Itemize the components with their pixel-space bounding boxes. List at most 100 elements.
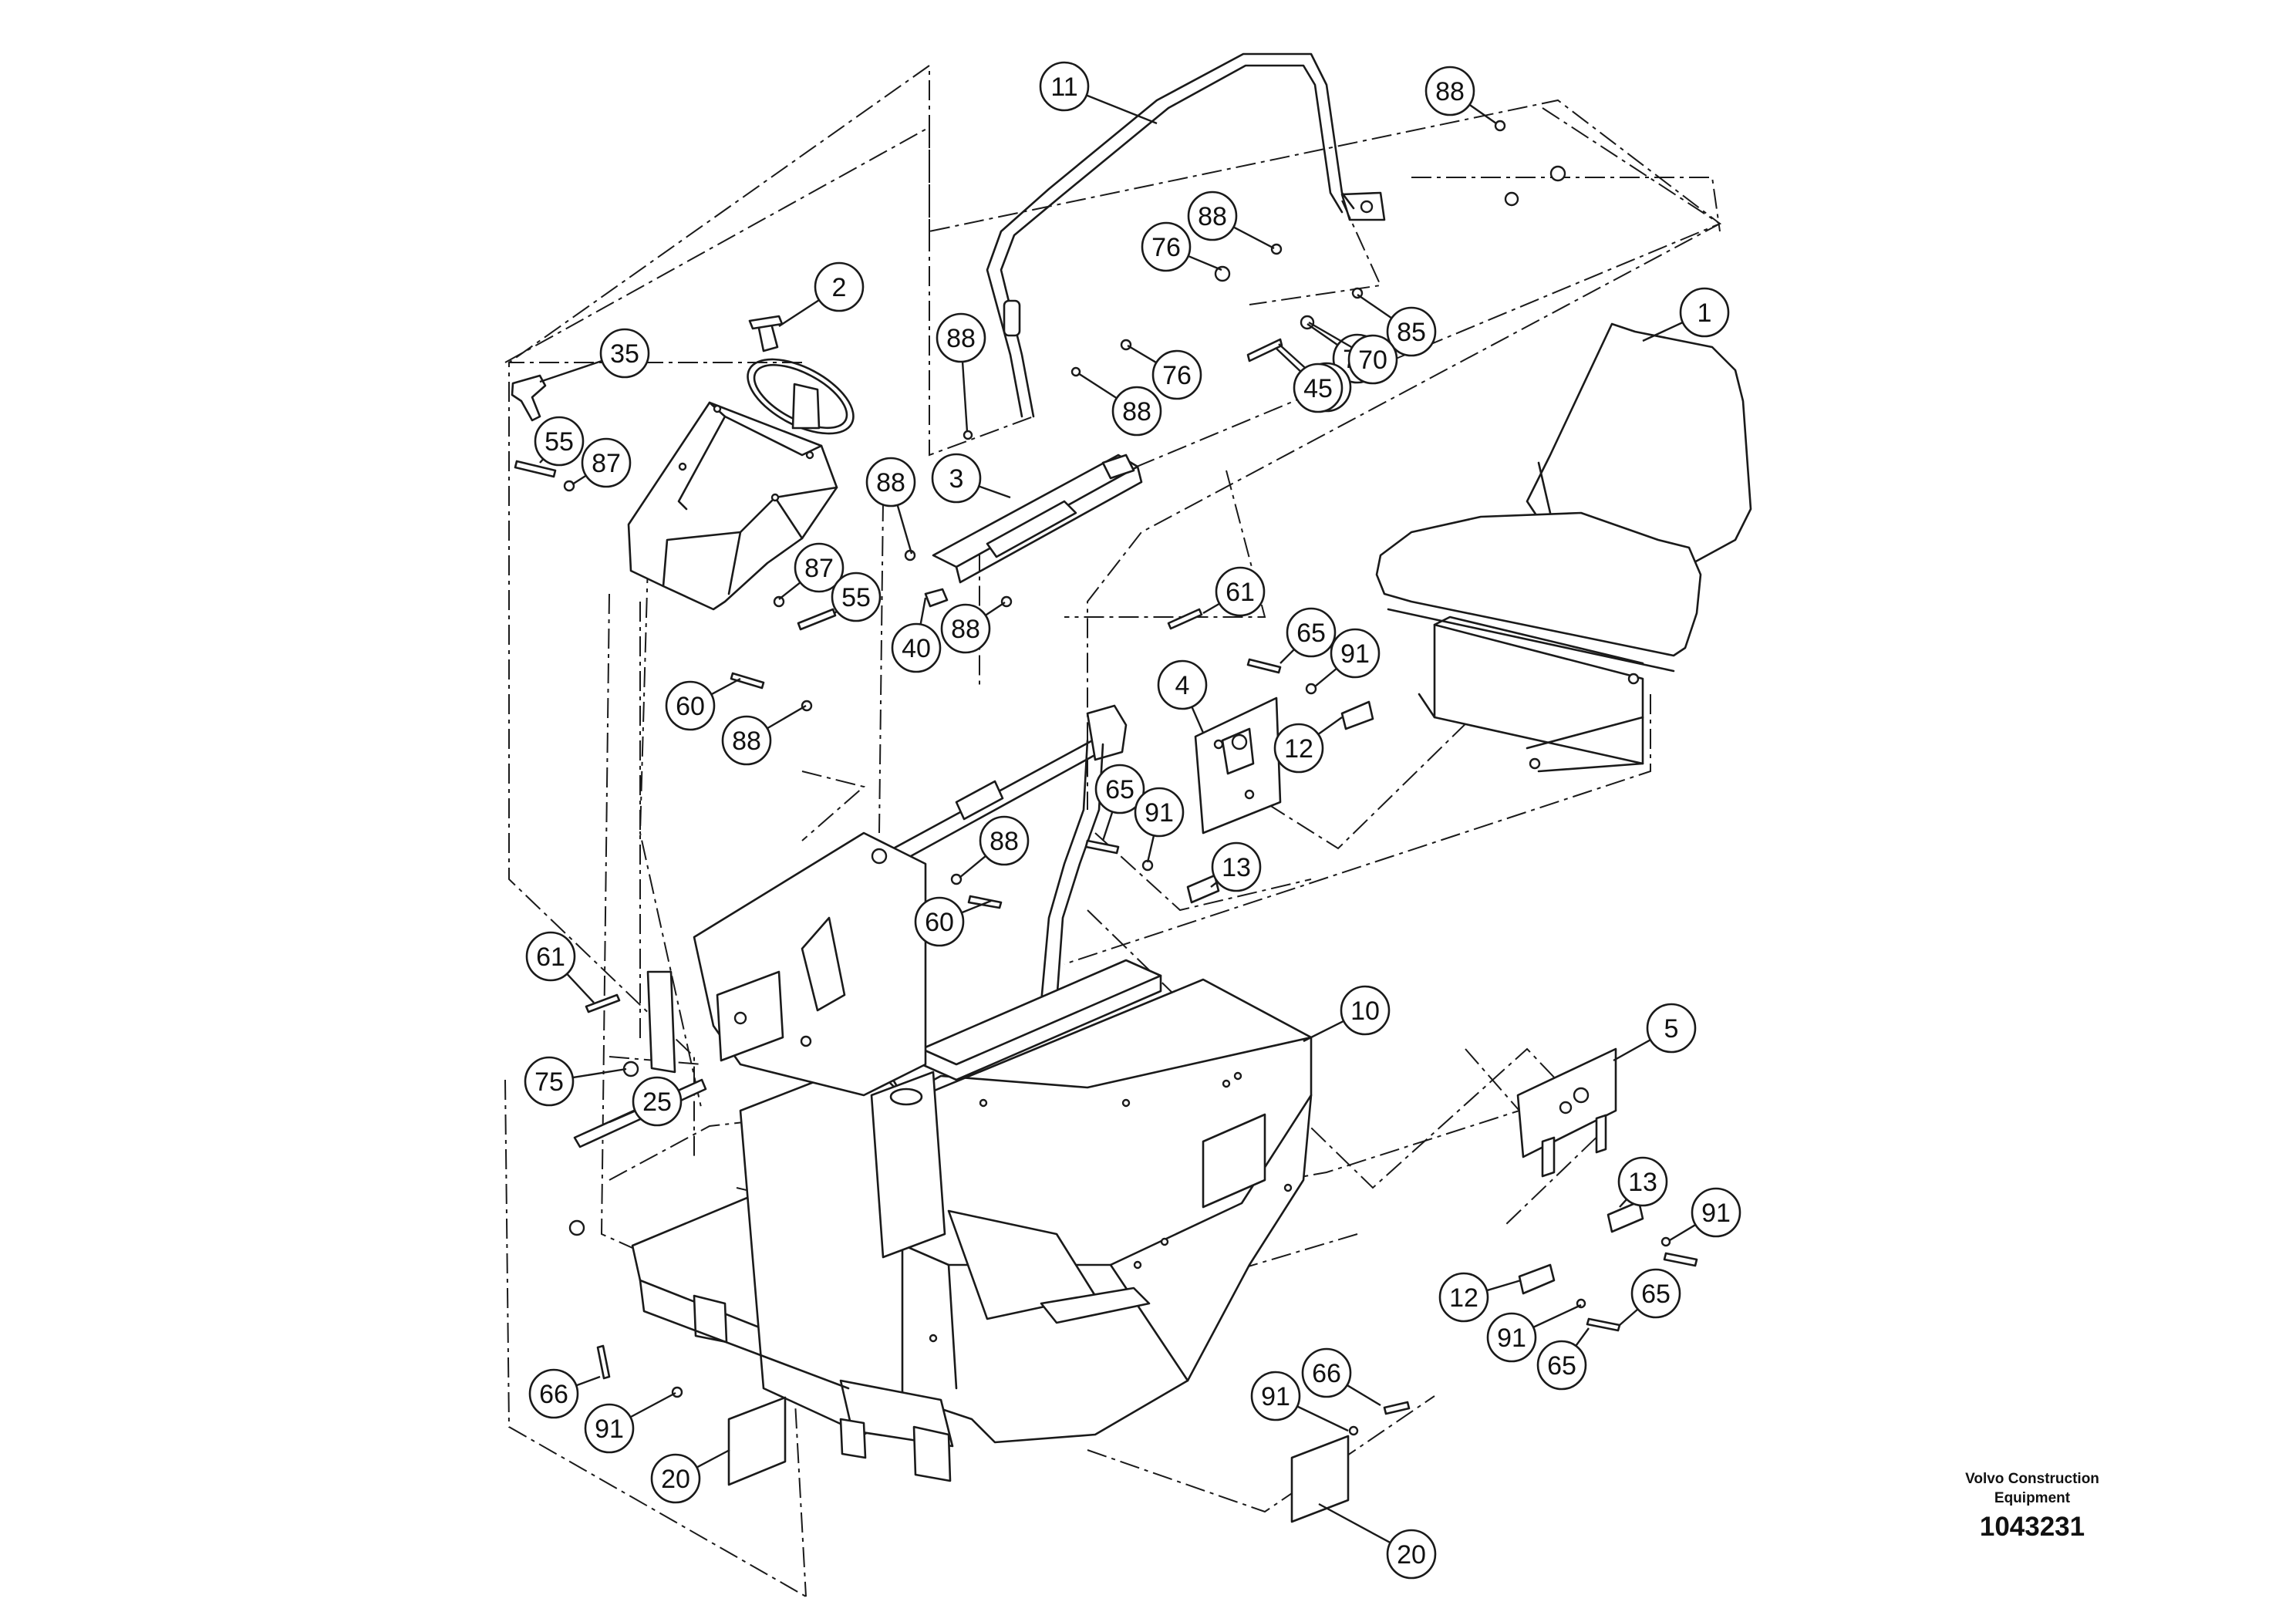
- callout-88: 88: [940, 602, 1006, 654]
- callout-leader: [1575, 1327, 1590, 1347]
- callout-55: 55: [534, 416, 585, 467]
- callout-circle: [599, 328, 650, 379]
- callout-number: 61: [536, 943, 565, 972]
- callout-88: 88: [1424, 66, 1497, 124]
- callout-leader: [539, 359, 603, 383]
- callout-number: 65: [1547, 1351, 1576, 1381]
- callout-number: 40: [902, 634, 931, 663]
- callout-10: 10: [1303, 985, 1391, 1043]
- callout-leader: [1619, 1199, 1628, 1208]
- callout-75: 75: [524, 1056, 627, 1107]
- callout-circle: [1536, 1340, 1587, 1391]
- callouts: 1188768870851235887688708545558738887554…: [524, 61, 1741, 1580]
- callout-leader: [1357, 294, 1393, 319]
- callout-leader: [566, 973, 595, 1003]
- callout-leader: [1191, 706, 1205, 733]
- callout-leader: [767, 704, 807, 730]
- callout-number: 55: [544, 427, 574, 457]
- callout-20: 20: [650, 1448, 730, 1504]
- callout-circle: [534, 416, 585, 467]
- callout-circle: [1646, 1003, 1697, 1054]
- callout-65: 65: [1619, 1268, 1681, 1326]
- plate-part-4: [1194, 696, 1282, 835]
- callout-number: 10: [1350, 996, 1380, 1026]
- steering-console: [627, 401, 838, 611]
- callout-leader: [961, 899, 992, 914]
- callout-circle: [650, 1453, 701, 1504]
- callout-number: 88: [732, 727, 761, 756]
- callout-91: 91: [1486, 1303, 1582, 1363]
- callout-circle: [1141, 221, 1192, 272]
- callout-leader: [1306, 323, 1339, 346]
- callout-circle: [525, 931, 576, 982]
- callout-number: 65: [1105, 775, 1135, 804]
- callout-circle: [1211, 841, 1262, 892]
- callout-number: 3: [949, 464, 964, 494]
- callout-circle: [1293, 363, 1344, 413]
- brand-line-1: Volvo Construction: [1965, 1471, 2099, 1487]
- callout-leader: [1468, 103, 1497, 124]
- callout-65: 65: [1279, 607, 1337, 664]
- callout-circle: [831, 572, 882, 622]
- callout-leader: [1127, 344, 1157, 364]
- knob-part-35: [511, 374, 547, 422]
- callout-leader: [710, 677, 741, 696]
- callout-circle: [1039, 61, 1090, 112]
- callout-88: 88: [1187, 191, 1275, 250]
- callout-leader: [978, 485, 1011, 499]
- callout-leader: [609, 1110, 636, 1124]
- callout-leader: [1346, 1384, 1381, 1407]
- callout-leader: [575, 1375, 601, 1387]
- callout-60: 60: [665, 677, 741, 731]
- callout-leader: [1318, 1502, 1391, 1544]
- seat-part-1: [1375, 322, 1752, 773]
- callout-number: 91: [595, 1415, 624, 1444]
- callout-number: 76: [1162, 361, 1192, 390]
- callout-number: 66: [539, 1380, 568, 1409]
- callout-circle: [665, 680, 716, 731]
- callout-circle: [814, 261, 865, 312]
- callout-66: 66: [1301, 1347, 1381, 1407]
- callout-circle: [931, 453, 982, 504]
- callout-leader: [1210, 881, 1219, 888]
- callout-circle: [1386, 306, 1437, 357]
- callout-number: 88: [876, 468, 905, 497]
- drawing-number: 1043231: [1979, 1512, 2085, 1542]
- callout-leader: [1619, 1308, 1639, 1326]
- callout-circle: [891, 622, 942, 673]
- callout-number: 12: [1284, 734, 1313, 764]
- nuts-part-75: [568, 1061, 639, 1236]
- callout-circle: [1134, 787, 1185, 838]
- callout-88: 88: [959, 815, 1030, 878]
- callout-leader: [896, 504, 913, 555]
- callout-circle: [1157, 659, 1208, 710]
- callout-number: 4: [1175, 671, 1190, 700]
- callout-5: 5: [1613, 1003, 1697, 1062]
- callout-circle: [581, 437, 632, 488]
- callout-91: 91: [1250, 1371, 1349, 1432]
- callout-leader: [1232, 226, 1275, 250]
- callout-leader: [1642, 321, 1684, 342]
- brand-line-2: Equipment: [1994, 1490, 2071, 1506]
- callout-circle: [632, 1076, 683, 1127]
- callout-circle: [1151, 349, 1202, 400]
- callout-number: 1: [1698, 298, 1712, 328]
- callout-leader: [1086, 94, 1158, 125]
- callout-circle: [1250, 1371, 1301, 1421]
- callout-leader: [1276, 348, 1302, 373]
- callout-circle: [1273, 723, 1324, 774]
- callout-circle: [721, 715, 772, 766]
- callout-leader: [1077, 372, 1118, 400]
- callout-leader: [985, 602, 1006, 616]
- callout-number: 91: [1497, 1324, 1526, 1353]
- callout-leader: [1532, 1303, 1582, 1328]
- callout-number: 88: [1122, 397, 1151, 427]
- callout-number: 20: [661, 1465, 690, 1494]
- callout-88: 88: [865, 457, 916, 555]
- callout-number: 88: [1435, 77, 1465, 106]
- callout-number: 66: [1312, 1359, 1341, 1388]
- callout-circle: [1301, 1347, 1352, 1398]
- callout-circle: [1486, 1312, 1537, 1363]
- callout-55: 55: [831, 572, 882, 622]
